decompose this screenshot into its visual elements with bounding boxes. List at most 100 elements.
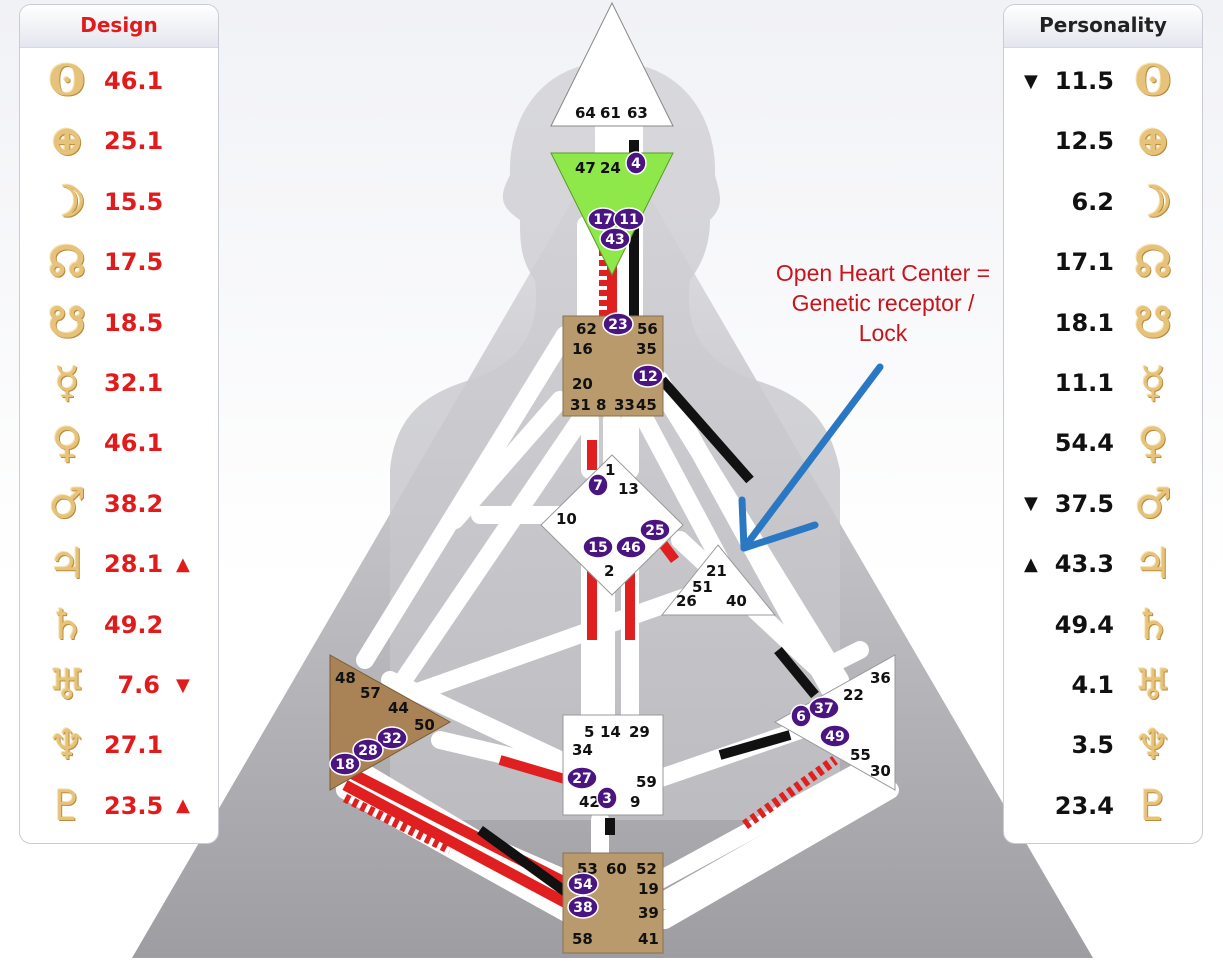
gate-number: 3: [602, 791, 612, 807]
sun-icon: ʘ: [48, 56, 86, 105]
gate-number: 61: [600, 104, 621, 122]
saturn-icon: ♄: [48, 599, 86, 649]
personality-value: 43.3: [1054, 550, 1114, 579]
gate-number: 4: [631, 156, 641, 172]
design-row: ♃28.1▲: [20, 536, 218, 592]
activation-line: [718, 730, 792, 760]
sun-icon: ʘ: [1134, 56, 1172, 105]
annotation-arrow: [740, 363, 884, 552]
design-value: 7.6: [117, 671, 160, 699]
gate-number: 1: [605, 461, 615, 479]
activation-line: [658, 376, 754, 484]
gate-number: 36: [870, 669, 891, 687]
gate-number: 25: [645, 523, 664, 539]
design-row: ♀46.1: [20, 415, 218, 471]
gate-bubble: [625, 151, 647, 175]
annotation-arrowhead: [738, 496, 748, 552]
pluto-icon: ♇: [1134, 780, 1172, 830]
gate-number: 31: [570, 396, 591, 414]
neptune-icon: ♆: [1134, 720, 1172, 770]
gate-bubble: [566, 766, 598, 790]
moon-icon: ☽: [48, 176, 86, 226]
channel: [656, 766, 894, 909]
personality-value: 37.5: [1054, 489, 1114, 518]
heart-center: [660, 544, 777, 616]
personality-row: ☊ 17.1: [1004, 234, 1202, 290]
gate-number: 44: [388, 699, 409, 717]
design-row: ʘ 46.1: [20, 53, 218, 109]
gate-number: 9: [630, 793, 640, 811]
gate-number: 24: [600, 159, 621, 177]
channel: [386, 581, 714, 709]
personality-row: ♀54.4: [1004, 415, 1202, 471]
annotation-line: Lock: [858, 320, 908, 346]
personality-value: 3.5: [1071, 731, 1114, 760]
head-center: [550, 1, 674, 127]
gate-number: 34: [572, 741, 593, 759]
personality-value: 6.2: [1071, 187, 1114, 216]
design-value: 38.2: [104, 489, 164, 518]
design-value: 27.1: [104, 731, 164, 760]
gate-number: 41: [638, 930, 659, 948]
gate-number: 62: [576, 320, 597, 338]
venus-icon: ♀: [1137, 418, 1169, 468]
gate-bubble: [819, 724, 851, 748]
design-value: 28.1: [104, 550, 164, 579]
design-row: ♅7.6▼: [20, 657, 218, 713]
gate-number: 55: [850, 746, 871, 764]
personality-value: 4.1: [1071, 671, 1114, 699]
gate-bubble: [602, 312, 634, 336]
north-node-icon: ☊: [48, 237, 86, 287]
gate-bubble: [632, 364, 664, 388]
channel: [381, 671, 569, 769]
gate-number: 49: [825, 729, 844, 745]
gate-number: 42: [579, 793, 600, 811]
gate-number: 18: [335, 757, 354, 773]
design-value: 23.5: [104, 791, 164, 820]
solar-plexus-center: [773, 654, 896, 791]
activation-line: [498, 755, 570, 785]
gate-number: 58: [572, 930, 593, 948]
gate-number: 56: [637, 320, 658, 338]
channel: [811, 641, 869, 679]
design-row: ⊕25.1: [20, 113, 218, 169]
gate-number: 37: [814, 701, 833, 717]
gate-number: 7: [593, 478, 603, 494]
personality-value: 17.1: [1054, 248, 1114, 277]
gate-bubble: [567, 895, 599, 919]
gate-number: 19: [638, 880, 659, 898]
gate-number: 35: [636, 340, 657, 358]
personality-arrow: ▼: [1024, 493, 1038, 515]
gate-number: 33: [614, 396, 635, 414]
gate-number: 12: [638, 369, 657, 385]
gate-number: 10: [556, 510, 577, 528]
design-value: 18.5: [104, 308, 164, 337]
gate-number: 20: [572, 375, 593, 393]
gate-number: 52: [636, 860, 657, 878]
gate-number: 11: [619, 212, 638, 228]
gate-number: 43: [605, 232, 624, 248]
moon-icon: ☽: [1134, 176, 1172, 226]
neptune-icon: ♆: [48, 720, 86, 770]
gate-number: 28: [358, 743, 377, 759]
gate-bubble: [808, 696, 840, 720]
gate-bubble: [599, 227, 631, 251]
gate-number: 16: [572, 340, 593, 358]
personality-row: ☽ 6.2: [1004, 174, 1202, 230]
design-value: 49.2: [104, 610, 164, 639]
design-row: ♄ 49.2: [20, 597, 218, 653]
personality-value: 11.5: [1054, 67, 1114, 95]
gate-number: 48: [335, 669, 356, 687]
personality-row: ♆ 3.5: [1004, 717, 1202, 773]
design-value: 46.1: [104, 67, 164, 95]
gate-bubble: [329, 752, 361, 776]
north-node-icon: ☊: [1134, 237, 1172, 287]
venus-icon: ♀: [51, 418, 83, 468]
gate-number: 2: [604, 562, 614, 580]
gate-bubble: [639, 518, 671, 542]
pluto-icon: ♇: [48, 780, 86, 830]
